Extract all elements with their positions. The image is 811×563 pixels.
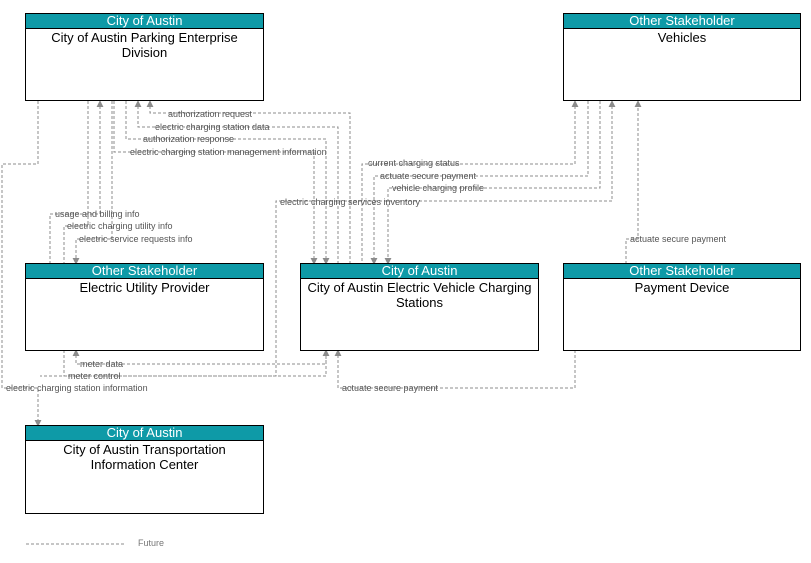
- label-current-charging-status: current charging status: [368, 158, 460, 168]
- node-vehicles[interactable]: Other Stakeholder Vehicles: [563, 13, 801, 101]
- label-electric-charging-utility-info: electric charging utility info: [67, 221, 173, 231]
- label-meter-data: meter data: [80, 359, 123, 369]
- flow-vehicle-charging-profile[interactable]: [384, 101, 601, 265]
- label-authorization-response: authorization response: [143, 134, 234, 144]
- legend-future-label: Future: [138, 538, 165, 548]
- flow-electric-charging-station-management-information[interactable]: [113, 101, 318, 265]
- label-electric-charging-station-information: electric charging station information: [6, 383, 148, 393]
- flow-usage-and-billing-info[interactable]: [49, 100, 104, 264]
- flow-actuate-secure-payment-vehicle[interactable]: [370, 101, 589, 265]
- label-electric-service-requests-info: electric service requests info: [79, 234, 193, 244]
- node-title: City of Austin Parking Enterprise Divisi…: [51, 30, 238, 60]
- flow-electric-service-requests-info[interactable]: [72, 101, 113, 265]
- node-title: Vehicles: [657, 30, 707, 45]
- node-title: City of Austin Electric Vehicle Charging…: [307, 280, 532, 310]
- label-authorization-request: authorization request: [168, 109, 253, 119]
- node-electric-utility-provider[interactable]: Other Stakeholder Electric Utility Provi…: [25, 263, 264, 351]
- node-category: Other Stakeholder: [564, 14, 800, 29]
- label-actuate-secure-payment-vehicle: actuate secure payment: [380, 171, 477, 181]
- node-category: Other Stakeholder: [26, 264, 263, 279]
- label-meter-control: meter control: [68, 371, 121, 381]
- flow-electric-charging-station-information[interactable]: [1, 101, 42, 427]
- label-electric-charging-station-data: electric charging station data: [155, 122, 270, 132]
- label-actuate-secure-payment-device: actuate secure payment: [630, 234, 727, 244]
- flow-actuate-secure-payment-stations[interactable]: [334, 349, 576, 389]
- node-title: City of Austin Transportation Informatio…: [63, 442, 226, 472]
- label-actuate-secure-payment-stations: actuate secure payment: [342, 383, 439, 393]
- node-parking-enterprise[interactable]: City of Austin City of Austin Parking En…: [25, 13, 264, 101]
- label-vehicle-charging-profile: vehicle charging profile: [392, 183, 484, 193]
- flow-authorization-request[interactable]: [146, 100, 351, 264]
- flow-actuate-secure-payment-device[interactable]: [625, 100, 642, 264]
- node-category: Other Stakeholder: [564, 264, 800, 279]
- flow-electric-charging-utility-info[interactable]: [63, 101, 89, 264]
- flow-current-charging-status[interactable]: [361, 100, 579, 264]
- label-usage-and-billing-info: usage and billing info: [55, 209, 140, 219]
- node-title: Payment Device: [634, 280, 730, 295]
- node-title: Electric Utility Provider: [79, 280, 210, 295]
- node-category: City of Austin: [301, 264, 538, 279]
- node-ev-charging-stations[interactable]: City of Austin City of Austin Electric V…: [300, 263, 539, 351]
- node-category: City of Austin: [26, 426, 263, 441]
- label-station-management-information: electric charging station management inf…: [130, 147, 327, 157]
- flow-electric-charging-station-data[interactable]: [134, 100, 339, 264]
- node-category: City of Austin: [26, 14, 263, 29]
- node-transportation-information-center[interactable]: City of Austin City of Austin Transporta…: [25, 425, 264, 514]
- flow-electric-charging-services-inventory[interactable]: [40, 100, 616, 377]
- flow-meter-control[interactable]: [63, 349, 330, 377]
- label-electric-charging-services-inventory: electric charging services inventory: [280, 197, 421, 207]
- node-payment-device[interactable]: Other Stakeholder Payment Device: [563, 263, 801, 351]
